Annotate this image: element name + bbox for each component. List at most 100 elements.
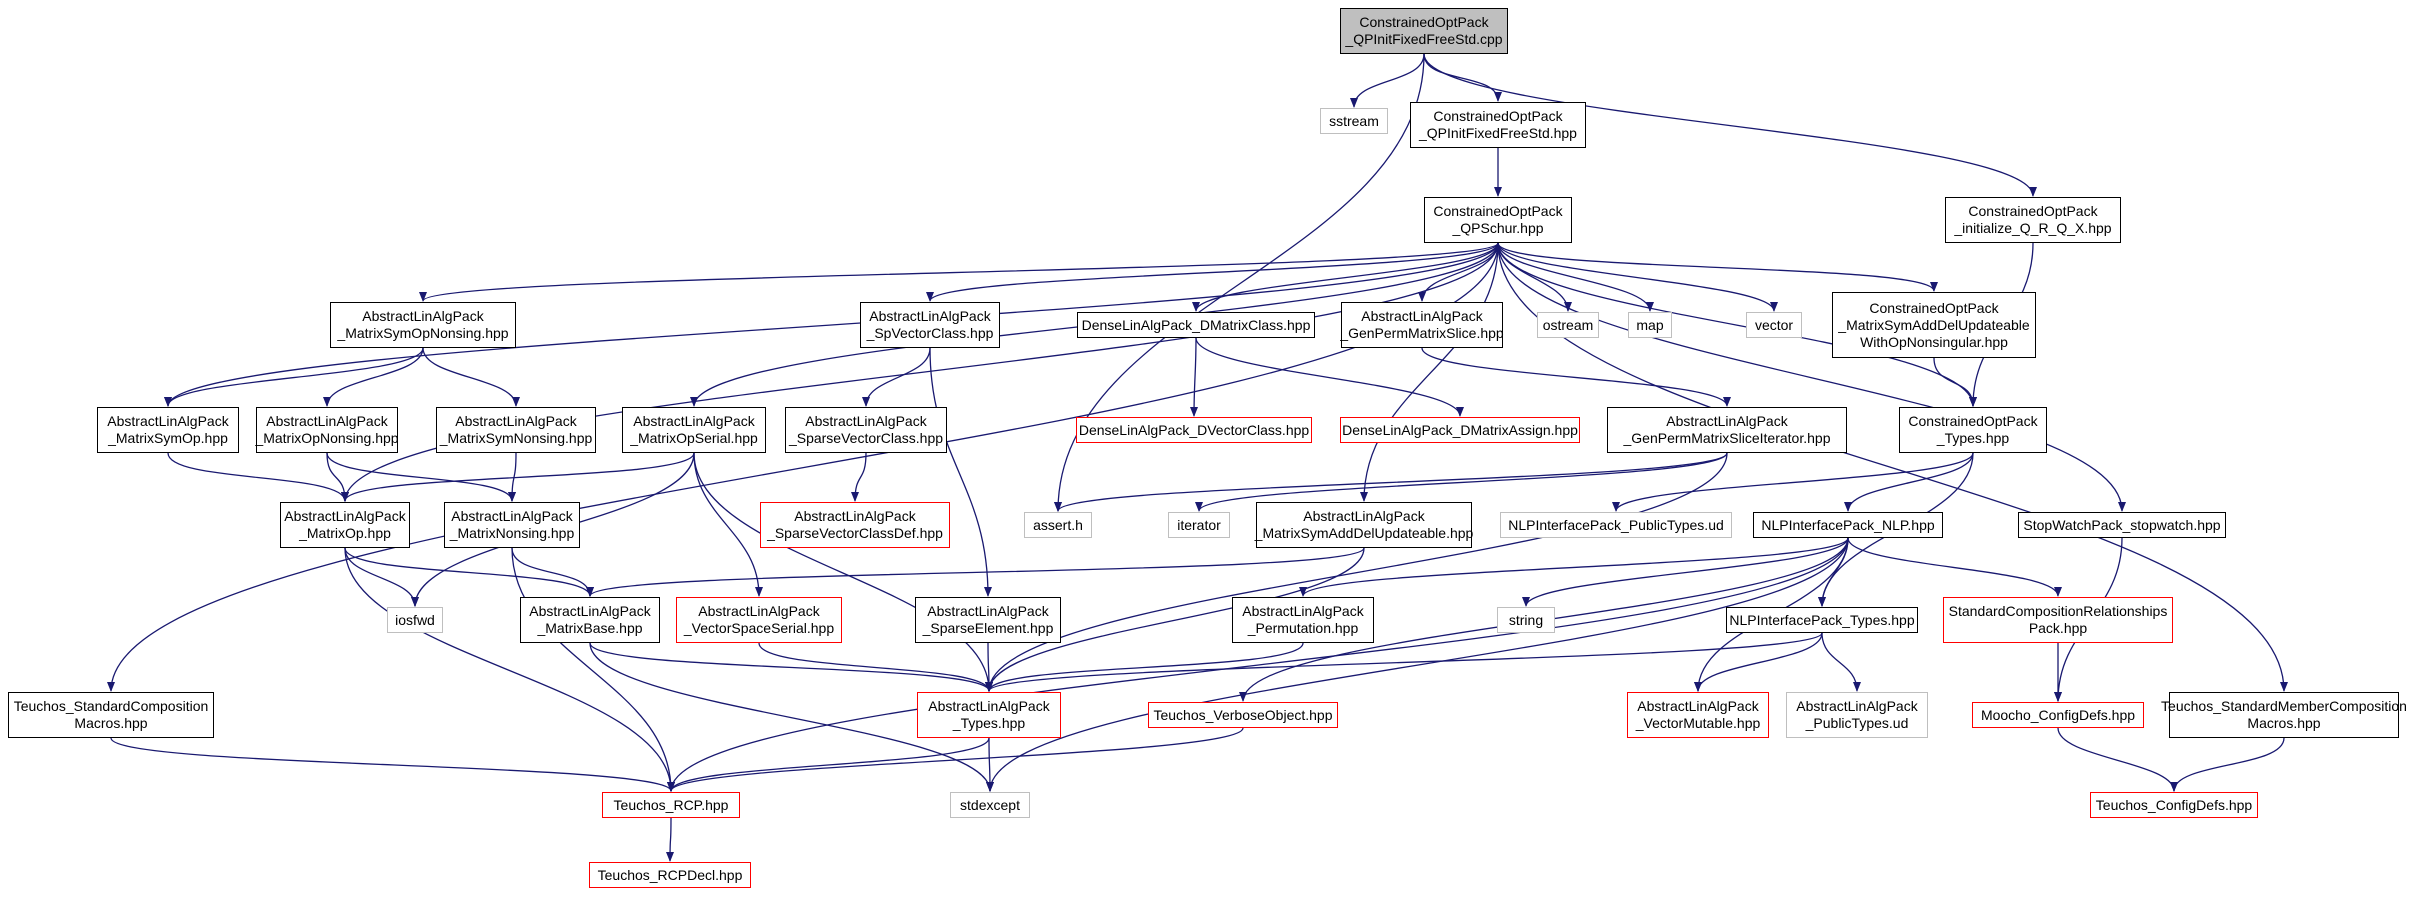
edge-matrixbase-to-alap_types [589,642,993,692]
edge-qpschur-to-symopnons [419,242,1499,302]
node-matrixbase[interactable]: AbstractLinAlgPack_MatrixBase.hpp [520,597,660,643]
node-label-line: _QPSchur.hpp [1452,220,1544,236]
node-rcpdecl[interactable]: Teuchos_RCPDecl.hpp [589,862,751,888]
edge-nlp_types-to-alap_pubtypes [1821,632,1861,692]
edge-spvec-to-sparsevec [862,347,931,407]
node-label-line: DenseLinAlgPack_DMatrixAssign.hpp [1342,421,1578,438]
edge-root-to-sstream [1350,53,1425,108]
node-label-line: Teuchos_ConfigDefs.hpp [2095,796,2253,813]
node-symopnons[interactable]: AbstractLinAlgPack_MatrixSymOpNonsing.hp… [330,302,516,348]
node-label-line: DenseLinAlgPack_DMatrixClass.hpp [1081,316,1311,333]
node-opnons[interactable]: AbstractLinAlgPack_MatrixOpNonsing.hpp [255,407,399,453]
node-string[interactable]: string [1497,607,1555,633]
edge-symopnons-to-opnons [323,347,424,407]
edge-symop-to-matrixop [167,452,349,502]
edge-nlp-to-stdcomprel [1847,537,2062,597]
node-spvec[interactable]: AbstractLinAlgPack_SpVectorClass.hpp [860,302,1000,348]
node-cop_types[interactable]: ConstrainedOptPack_Types.hpp [1899,407,2047,453]
node-label-line: _MatrixBase.hpp [537,620,643,636]
node-matrixop[interactable]: AbstractLinAlgPack_MatrixOp.hpp [280,502,410,548]
edge-qpschur-to-matrixop [341,242,1499,502]
node-label-line: _MatrixSymAddDelUpdateable.hpp [1254,525,1474,541]
node-label-line: AbstractLinAlgPack [451,508,573,524]
node-label-line: ConstrainedOptPack [1968,203,2098,219]
edge-nlp_types-to-alap_types [985,632,1823,692]
node-label-line: map [1636,316,1664,333]
node-label-line: _SparseVectorClass.hpp [788,430,944,446]
node-init_qrqx[interactable]: ConstrainedOptPack_initialize_Q_R_Q_X.hp… [1945,197,2121,243]
edge-perm-to-alap_types [985,642,1304,692]
node-vecmut[interactable]: AbstractLinAlgPack_VectorMutable.hpp [1627,692,1769,738]
node-label-line: ConstrainedOptPack [1359,14,1489,30]
edge-qpschur-to-dmatrix [1192,242,1499,312]
node-matrixnons[interactable]: AbstractLinAlgPack_MatrixNonsing.hpp [444,502,580,548]
node-teuchos_cfg[interactable]: Teuchos_ConfigDefs.hpp [2090,792,2258,818]
node-root[interactable]: ConstrainedOptPack_QPInitFixedFreeStd.cp… [1340,8,1508,54]
edge-nlp-to-perm [1299,537,1849,597]
node-map[interactable]: map [1628,312,1672,338]
edge-spvec-to-sparseelem [929,347,992,597]
node-label-line: AbstractLinAlgPack [794,508,916,524]
node-assert[interactable]: assert.h [1024,512,1092,538]
node-rcp[interactable]: Teuchos_RCP.hpp [602,792,740,818]
node-symnons[interactable]: AbstractLinAlgPack_MatrixSymNonsing.hpp [436,407,596,453]
edge-opserial-to-alap_types [693,452,993,692]
node-opserial[interactable]: AbstractLinAlgPack_MatrixOpSerial.hpp [622,407,766,453]
node-label-line: AbstractLinAlgPack [869,308,991,324]
node-dvector[interactable]: DenseLinAlgPack_DVectorClass.hpp [1076,417,1312,443]
node-genperm[interactable]: AbstractLinAlgPack_GenPermMatrixSlice.hp… [1340,302,1504,348]
node-verbose[interactable]: Teuchos_VerboseObject.hpp [1148,702,1338,728]
node-stdexcept[interactable]: stdexcept [950,792,1030,818]
node-qpschur[interactable]: ConstrainedOptPack_QPSchur.hpp [1424,197,1572,243]
node-iosfwd[interactable]: iosfwd [387,607,443,633]
edge-nlp-to-stdexcept [986,537,1849,792]
node-genpermiter[interactable]: AbstractLinAlgPack_GenPermMatrixSliceIte… [1607,407,1847,453]
edge-matrixbase-to-stdexcept [589,642,994,792]
edge-nlp_types-to-vecmut [1694,632,1823,692]
node-nlp_pubtypes[interactable]: NLPInterfacePack_PublicTypes.ud [1500,512,1732,538]
node-label-line: AbstractLinAlgPack [1242,603,1364,619]
edge-vsserial-to-alap_types [758,642,993,692]
node-dmassign[interactable]: DenseLinAlgPack_DMatrixAssign.hpp [1340,417,1580,443]
edge-qpschur-to-symadddel [1360,242,1499,502]
node-label-line: Pack.hpp [2028,620,2088,636]
node-moocho_cfg[interactable]: Moocho_ConfigDefs.hpp [1972,702,2144,728]
edge-qpschur-to-symop [164,242,1499,407]
node-sparseelem[interactable]: AbstractLinAlgPack_SparseElement.hpp [915,597,1061,643]
edge-matrixop-to-iosfwd [344,547,419,607]
node-label-line: NLPInterfacePack_Types.hpp [1729,611,1915,628]
node-stopwatch[interactable]: StopWatchPack_stopwatch.hpp [2018,512,2226,538]
node-ostream[interactable]: ostream [1537,312,1599,338]
edge-opnons-to-matrixop [326,452,349,502]
node-label-line: ConstrainedOptPack [1433,108,1563,124]
node-nlp[interactable]: NLPInterfacePack_NLP.hpp [1753,512,1943,538]
node-dmatrix[interactable]: DenseLinAlgPack_DMatrixClass.hpp [1077,312,1315,338]
edge-genpermiter-to-alap_types [985,452,1728,692]
node-spvecdef[interactable]: AbstractLinAlgPack_SparseVectorClassDef.… [760,502,950,548]
node-sstream[interactable]: sstream [1320,108,1388,134]
node-label-line: Teuchos_RCPDecl.hpp [597,866,743,883]
node-nlp_types[interactable]: NLPInterfacePack_Types.hpp [1726,607,1918,633]
node-label-line: vector [1754,316,1794,333]
node-label-line: iterator [1177,516,1221,533]
node-symadddel_ws[interactable]: ConstrainedOptPack_MatrixSymAddDelUpdate… [1832,292,2036,358]
node-symop[interactable]: AbstractLinAlgPack_MatrixSymOp.hpp [97,407,239,453]
node-qpinit_hpp[interactable]: ConstrainedOptPack_QPInitFixedFreeStd.hp… [1410,102,1586,148]
edge-teuchos_stdcomp-to-rcp [110,737,675,792]
edge-verbose-to-rcp [667,727,1244,792]
edge-alap_types-to-rcp [667,737,990,792]
node-symadddel[interactable]: AbstractLinAlgPack_MatrixSymAddDelUpdate… [1254,502,1474,548]
node-label-line: AbstractLinAlgPack [529,603,651,619]
node-sparsevec[interactable]: AbstractLinAlgPack_SparseVectorClass.hpp [785,407,947,453]
node-vector[interactable]: vector [1746,312,1802,338]
node-label-line: sstream [1329,112,1379,129]
node-iterator[interactable]: iterator [1168,512,1230,538]
node-vsserial[interactable]: AbstractLinAlgPack_VectorSpaceSerial.hpp [676,597,842,643]
node-alap_pubtypes[interactable]: AbstractLinAlgPack_PublicTypes.ud [1786,692,1928,738]
node-perm[interactable]: AbstractLinAlgPack_Permutation.hpp [1232,597,1374,643]
node-alap_types[interactable]: AbstractLinAlgPack_Types.hpp [917,692,1061,738]
